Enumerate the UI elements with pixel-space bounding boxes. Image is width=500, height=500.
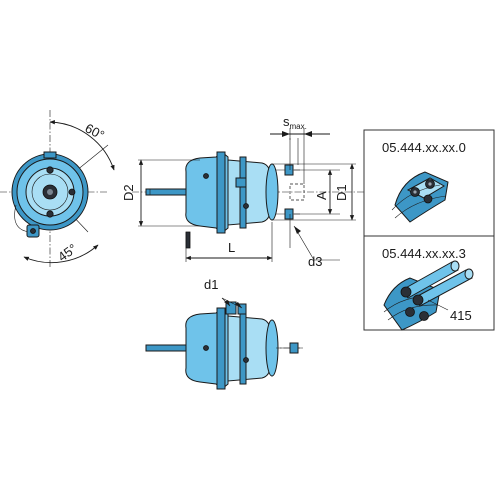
side-push-rod [145, 188, 187, 196]
side-clamp-ring-2 [239, 156, 247, 229]
bottom-view: d1 [145, 277, 304, 390]
bottom-spring-chamber [227, 315, 271, 382]
bottom-d1-arrow-1 [224, 300, 230, 306]
side-port-1 [203, 173, 209, 179]
side-bolt-lower [284, 208, 294, 220]
bottom-clamp-ring [216, 307, 226, 390]
side-clamp-ring [216, 151, 226, 234]
bottom-port-1 [225, 301, 237, 315]
front-bolt-lower [46, 210, 54, 218]
side-push-rod-end-hidden [289, 183, 305, 201]
bottom-d1-label: d1 [204, 277, 218, 292]
variant-bottom-illustration [383, 260, 474, 331]
variant-top-port-3 [423, 194, 433, 204]
variant-bottom-nut-2 [412, 294, 424, 306]
front-center-bolt [47, 189, 53, 195]
front-view: 60° 45° [0, 110, 115, 268]
front-port-top [43, 151, 57, 159]
angle-arc-60 [49, 120, 115, 171]
d3-label: d3 [308, 254, 322, 269]
variant-bottom-pipe-1-end [450, 260, 460, 272]
bottom-bolt [289, 342, 299, 354]
bottom-port-hole [203, 345, 209, 351]
variant-top-contour-2 [394, 195, 447, 219]
front-inner-ring [31, 173, 69, 211]
variant-bottom-nut-4 [419, 311, 429, 321]
side-port-2 [243, 203, 249, 209]
variant-top-port-2-hole [428, 182, 432, 186]
angle-label-45: 45° [55, 241, 80, 265]
bottom-d1-leader-2 [221, 297, 243, 309]
variant-bottom-nut-1 [400, 286, 412, 298]
bottom-clamp-ring-2 [239, 312, 247, 385]
angle-arc-45 [23, 244, 99, 264]
d3-leader [293, 225, 340, 261]
d3-arrow [294, 226, 301, 234]
side-spring-chamber [227, 159, 271, 226]
front-port-right [68, 188, 76, 196]
angle-label-60: 60° [83, 120, 107, 142]
variant-bottom-nut-3 [405, 307, 415, 317]
s-arrow-right [304, 131, 312, 137]
side-bolt-upper [284, 164, 294, 176]
d2-label: D2 [121, 184, 136, 201]
bottom-d1-arrow-2 [235, 302, 242, 308]
bottom-push-rod [145, 344, 187, 352]
s-label: smax. [283, 114, 307, 131]
a-label: A [314, 191, 329, 200]
d1-label: D1 [334, 184, 349, 201]
side-view: D2 L smax. A D1 d3 [121, 114, 365, 269]
variant-top-illustration [391, 171, 449, 223]
variant-bottom-callout: 415 [450, 308, 472, 323]
l-label: L [228, 240, 235, 255]
side-flange [265, 163, 279, 221]
variant-top-port-1-hole [413, 190, 417, 194]
front-bolt-upper [46, 166, 54, 174]
variant-bottom-callout-leader [427, 299, 449, 311]
variant-bottom-part-number: 05.444.xx.xx.3 [382, 246, 466, 261]
side-port-cap [235, 177, 247, 188]
front-clamp-screw [30, 228, 36, 234]
variant-panel: 05.444.xx.xx.0 05.444.xx.xx.3 [363, 129, 495, 331]
variant-bottom-pipe-2-end [464, 268, 474, 280]
bottom-port-hole-2 [243, 357, 249, 363]
bottom-port-2 [237, 303, 247, 315]
s-arrow-left [282, 131, 290, 137]
side-release-screw [185, 231, 191, 249]
variant-top-part-number: 05.444.xx.xx.0 [382, 140, 466, 155]
